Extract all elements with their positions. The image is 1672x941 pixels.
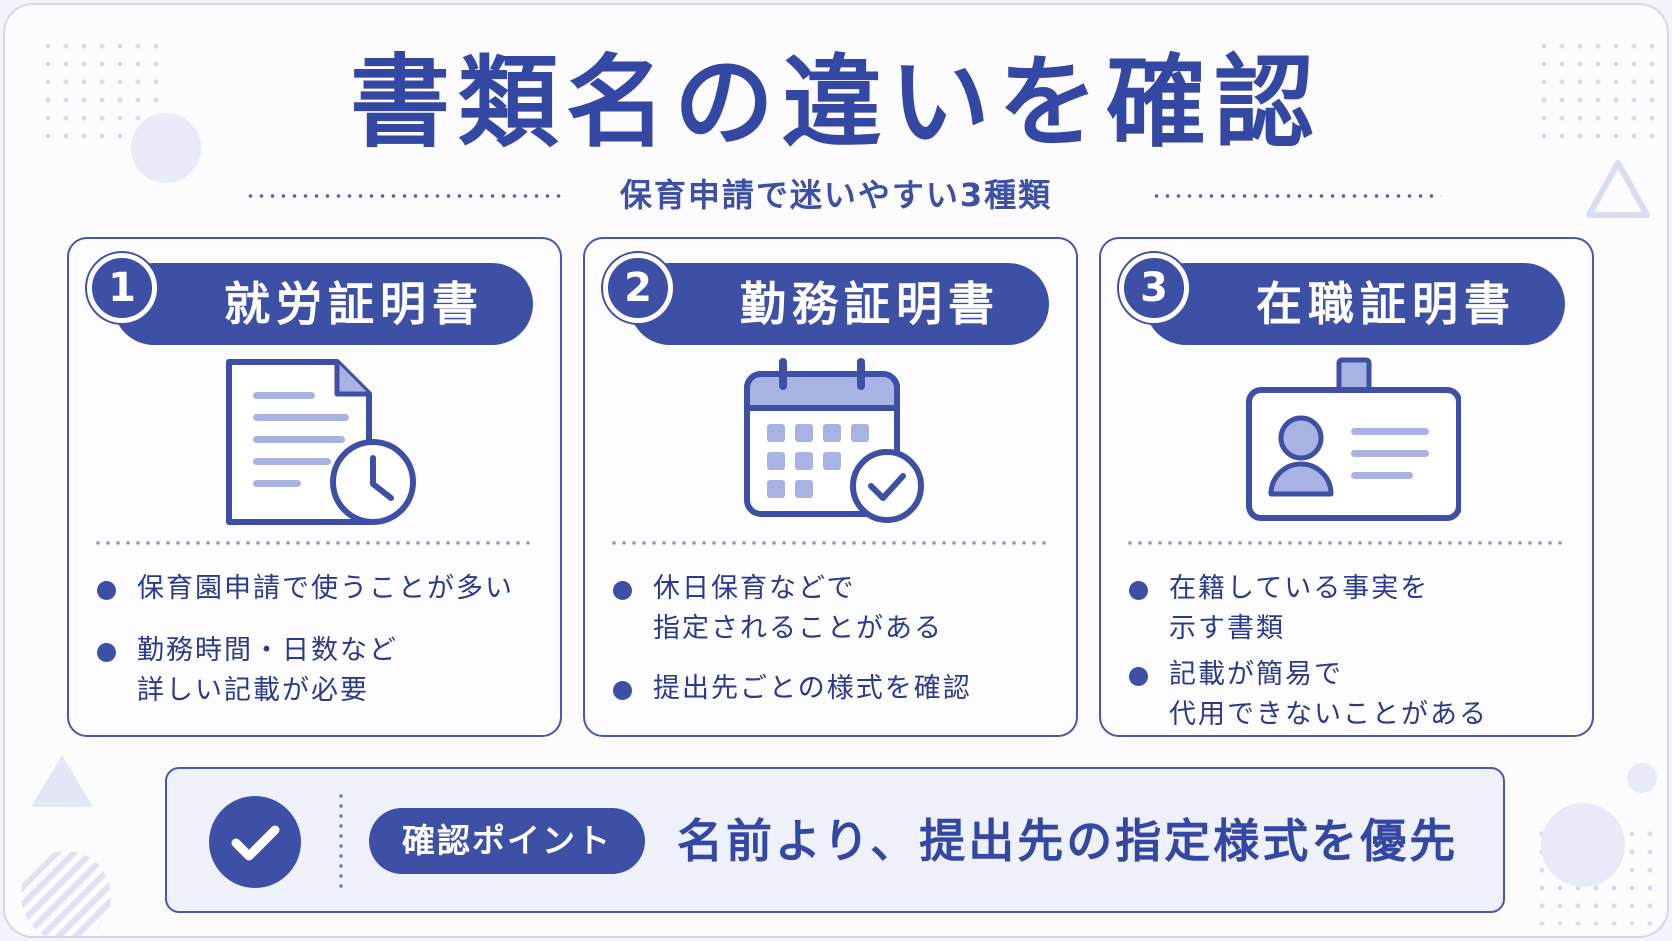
card-number: 1 bbox=[87, 253, 157, 323]
card-header: 勤務証明書 bbox=[629, 263, 1049, 345]
card-divider bbox=[93, 541, 536, 545]
infographic-frame: 書類名の違いを確認 保育申請で迷いやすい3種類 就労証明書 1 保育園申請で使う… bbox=[3, 3, 1669, 938]
card-divider bbox=[1125, 541, 1568, 545]
card-employment-certificate: 就労証明書 1 保育園申請で使うことが多い 勤務時間・日数など 詳しい記載が必要 bbox=[67, 237, 562, 737]
check-point-text: 名前より、提出先の指定様式を優先 bbox=[677, 814, 1459, 868]
card-title: 勤務証明書 bbox=[740, 277, 1000, 331]
document-clock-icon bbox=[226, 359, 416, 525]
card-bullet: 在籍している事実を 示す書類 bbox=[1125, 569, 1576, 649]
decorative-triangle bbox=[1586, 160, 1650, 218]
check-icon bbox=[209, 796, 301, 888]
card-bullet: 保育園申請で使うことが多い bbox=[93, 569, 544, 609]
card-bullet: 記載が簡易で 代用できないことがある bbox=[1125, 655, 1576, 735]
card-header: 就労証明書 bbox=[113, 263, 533, 345]
card-header: 在職証明書 bbox=[1145, 263, 1565, 345]
subtitle-row: 保育申請で迷いやすい3種類 bbox=[5, 173, 1667, 217]
decorative-circle bbox=[1627, 763, 1657, 793]
card-bullet: 提出先ごとの様式を確認 bbox=[609, 669, 1060, 709]
decorative-hatched-circle bbox=[21, 851, 111, 936]
check-point-banner: 確認ポイント 名前より、提出先の指定様式を優先 bbox=[165, 767, 1505, 913]
dotted-divider bbox=[339, 791, 343, 891]
subtitle: 保育申請で迷いやすい3種類 bbox=[5, 173, 1667, 217]
calendar-check-icon bbox=[744, 358, 924, 523]
decorative-triangle bbox=[31, 755, 93, 807]
decorative-circle bbox=[131, 113, 201, 183]
card-bullet-list: 休日保育などで 指定されることがある 提出先ごとの様式を確認 bbox=[609, 569, 1060, 709]
decorative-circle bbox=[1541, 803, 1625, 887]
card-enrollment-certificate: 在職証明書 3 在籍している事実を 示す書類 記載が簡易で 代用できないことがあ… bbox=[1099, 237, 1594, 737]
card-number: 2 bbox=[603, 253, 673, 323]
dotted-divider bbox=[245, 194, 567, 198]
dotted-divider bbox=[1151, 194, 1441, 198]
decorative-dots bbox=[1535, 37, 1655, 147]
card-title: 就労証明書 bbox=[224, 277, 484, 331]
id-badge-icon bbox=[1246, 357, 1461, 521]
card-bullet-list: 在籍している事実を 示す書類 記載が簡易で 代用できないことがある bbox=[1125, 569, 1576, 735]
page-title: 書類名の違いを確認 bbox=[350, 44, 1322, 161]
card-work-certificate: 勤務証明書 2 休日保育などで 指定されることがある 提出先ごとの様式を確認 bbox=[583, 237, 1078, 737]
card-bullet-list: 保育園申請で使うことが多い 勤務時間・日数など 詳しい記載が必要 bbox=[93, 569, 544, 711]
card-number: 3 bbox=[1119, 253, 1189, 323]
card-divider bbox=[609, 541, 1052, 545]
check-point-label: 確認ポイント bbox=[369, 808, 645, 874]
card-title: 在職証明書 bbox=[1256, 277, 1516, 331]
card-bullet: 休日保育などで 指定されることがある bbox=[609, 569, 1060, 649]
card-bullet: 勤務時間・日数など 詳しい記載が必要 bbox=[93, 631, 544, 711]
